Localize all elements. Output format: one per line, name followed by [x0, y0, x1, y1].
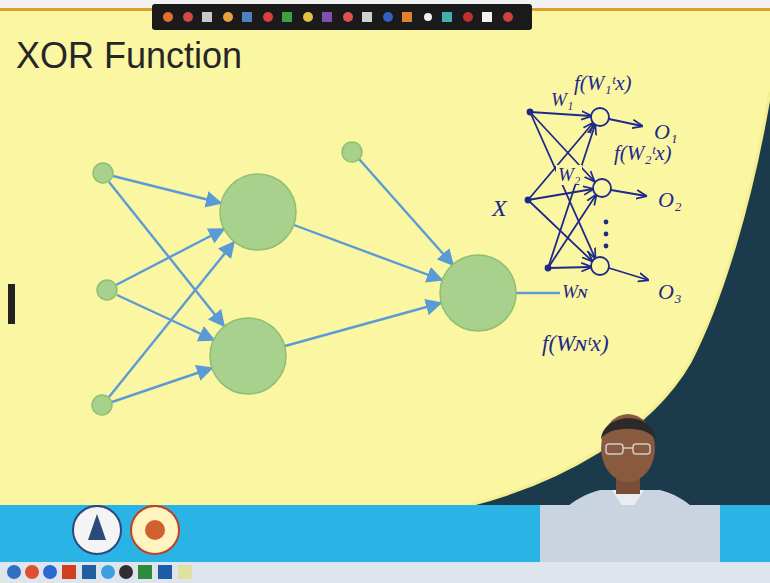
slide-title: XOR Function: [16, 36, 242, 76]
taskbar: [0, 562, 770, 583]
handwritten-label: O₁: [652, 120, 680, 143]
toolbar-icons: [163, 12, 513, 22]
handwritten-label: O₂: [656, 188, 684, 211]
handwritten-label: f(W₂ᵗx): [612, 142, 673, 164]
handwritten-label: X: [490, 196, 509, 221]
handwritten-label: Wɴ: [560, 282, 589, 302]
presenter-shirt: [540, 505, 720, 562]
handwritten-label: O₃: [656, 280, 684, 303]
handwritten-label: f(Wɴᵗx): [540, 332, 611, 356]
edge-marker: [8, 284, 15, 324]
institute-logos: [73, 506, 179, 554]
bottom-band: [0, 505, 770, 562]
pen-toolbar: [152, 4, 532, 30]
network-neurons: [92, 142, 516, 415]
taskbar-icons: [7, 565, 192, 579]
network-arrows: [109, 159, 588, 402]
handwritten-sketch: [526, 108, 649, 280]
handwritten-label: W₂: [556, 165, 582, 185]
handwritten-label: f(W₁ᵗx): [572, 72, 633, 94]
